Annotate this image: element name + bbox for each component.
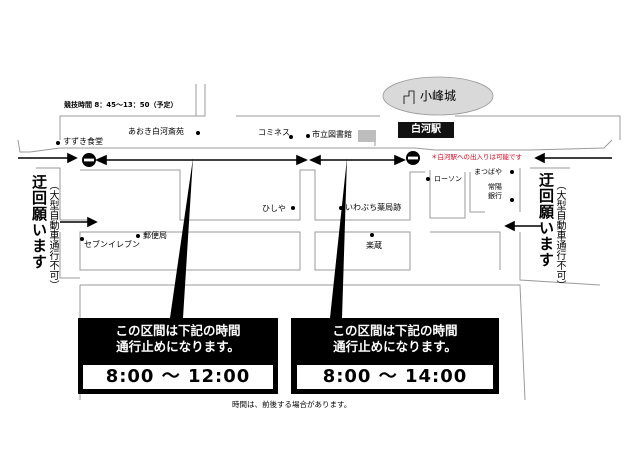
place-dot (426, 177, 430, 181)
place-dot (370, 233, 374, 237)
notice-right-line1: この区間は下記の時間 (332, 323, 458, 338)
place-rakuzo: 楽蔵 (366, 241, 382, 250)
detour-right-main: 迂回願います (537, 172, 555, 268)
place-aoki: あおき白河斎苑 (128, 127, 184, 136)
place-suzuki: すずき食堂 (63, 137, 103, 146)
castle-label: 小峰城 (420, 89, 457, 103)
place-dot (56, 141, 60, 145)
place-dot (306, 134, 310, 138)
place-matsubaya: まつばや (474, 168, 502, 176)
footnote: 時間は、前後する場合があります。 (232, 400, 352, 409)
event-time: 競技時間 8：45～13：50（予定） (64, 101, 178, 109)
notice-right-time: 8:00 ～ 14:00 (296, 364, 494, 390)
place-dot (510, 170, 514, 174)
place-lawson: ローソン (434, 175, 462, 183)
notice-left-line2: 通行止めになります。 (116, 339, 240, 354)
place-dot (136, 234, 140, 238)
notice-left-time: 8:00 ～ 12:00 (82, 364, 274, 390)
detour-left-sub: （大型自動車通行不可） (47, 180, 58, 290)
place-dot (289, 135, 293, 139)
place-library: 市立図書館 (312, 130, 352, 139)
place-hishiya: ひしや (262, 204, 286, 213)
place-dot (80, 237, 84, 241)
notice-left-line1: この区間は下記の時間 (115, 323, 241, 338)
place-kominesu: コミネス (258, 128, 290, 137)
station-label: 白河駅 (398, 122, 454, 138)
place-dot (291, 206, 295, 210)
detour-right-sub: （大型自動車通行不可） (554, 180, 565, 290)
station-note: ＊白河駅への出入りは可能です (431, 153, 522, 161)
place-dot (196, 131, 200, 135)
place-joyo-bank: 常陽銀行 (488, 183, 502, 200)
place-seven: セブンイレブン (84, 240, 140, 249)
notice-right-line2: 通行止めになります。 (333, 339, 457, 354)
place-dot (339, 206, 343, 210)
place-dot (510, 198, 514, 202)
place-iwabuchi: いわぶち薬局跡 (345, 203, 402, 212)
detour-left-main: 迂回願います (30, 174, 48, 270)
place-post: 郵便局 (143, 231, 167, 240)
